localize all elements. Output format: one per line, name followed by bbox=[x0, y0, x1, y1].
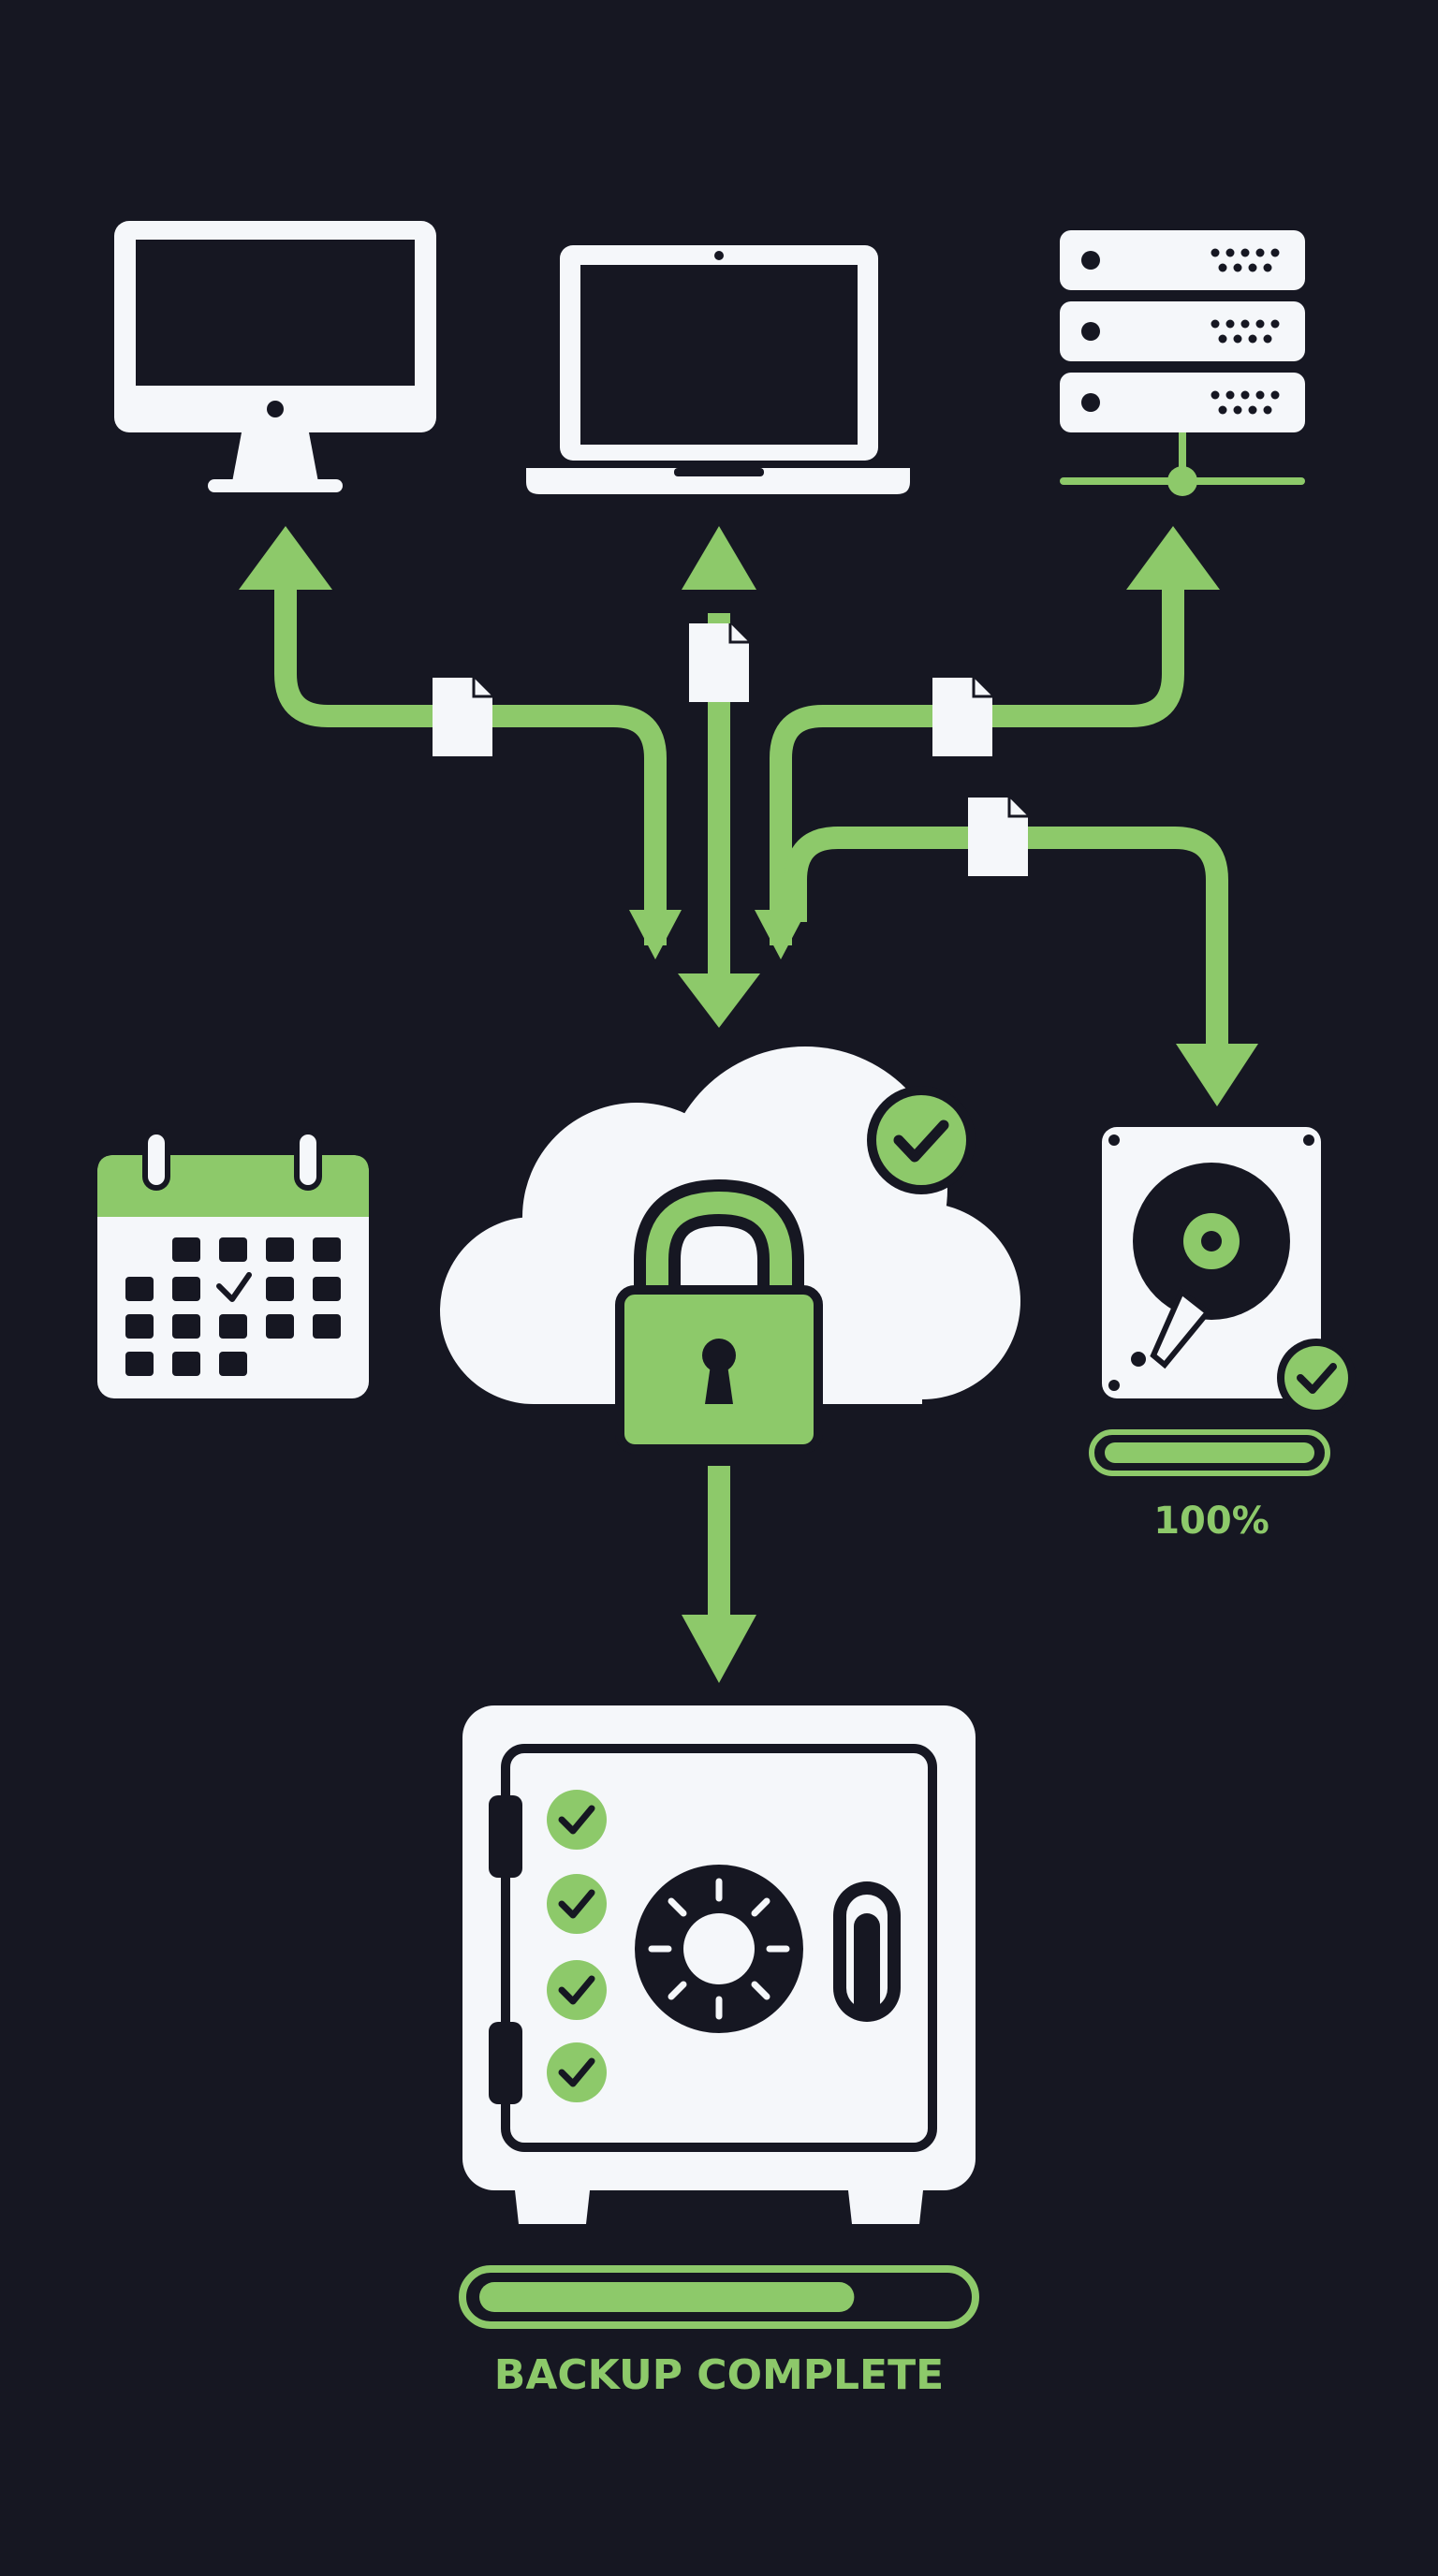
check-icon bbox=[547, 1874, 607, 1934]
file-icon bbox=[433, 678, 492, 756]
drive-progress-label: 100% bbox=[1153, 1500, 1269, 1543]
padlock-icon bbox=[615, 1178, 823, 1454]
file-icons bbox=[433, 623, 1028, 876]
check-badge-icon bbox=[1277, 1339, 1356, 1417]
desktop-monitor-icon bbox=[114, 221, 436, 492]
laptop-icon bbox=[526, 245, 910, 494]
combination-dial-icon bbox=[635, 1865, 803, 2033]
backup-progress-bar bbox=[459, 2265, 979, 2329]
server-rack-icon bbox=[1060, 230, 1305, 496]
backup-progress-fill bbox=[479, 2282, 855, 2312]
safe-checklist bbox=[547, 1790, 607, 2102]
file-icon bbox=[932, 678, 992, 756]
backup-status-label: BACKUP COMPLETE bbox=[494, 2351, 944, 2399]
file-icon bbox=[968, 798, 1028, 876]
check-icon bbox=[547, 1790, 607, 1850]
check-icon bbox=[547, 1960, 607, 2020]
safe-handle-icon bbox=[833, 1881, 901, 2022]
calendar-icon bbox=[97, 1129, 369, 1398]
cloud-lock-icon bbox=[440, 1046, 1020, 1454]
hard-drive-icon bbox=[1102, 1127, 1356, 1417]
file-icon bbox=[689, 623, 749, 702]
check-badge-icon bbox=[867, 1086, 976, 1194]
safe-icon bbox=[462, 1705, 976, 2224]
check-icon bbox=[547, 2042, 607, 2102]
arrowheads bbox=[239, 526, 1258, 1106]
drive-progress-bar bbox=[1089, 1429, 1330, 1476]
arrow-to-safe bbox=[682, 1466, 756, 1683]
drive-progress-fill bbox=[1105, 1442, 1314, 1463]
